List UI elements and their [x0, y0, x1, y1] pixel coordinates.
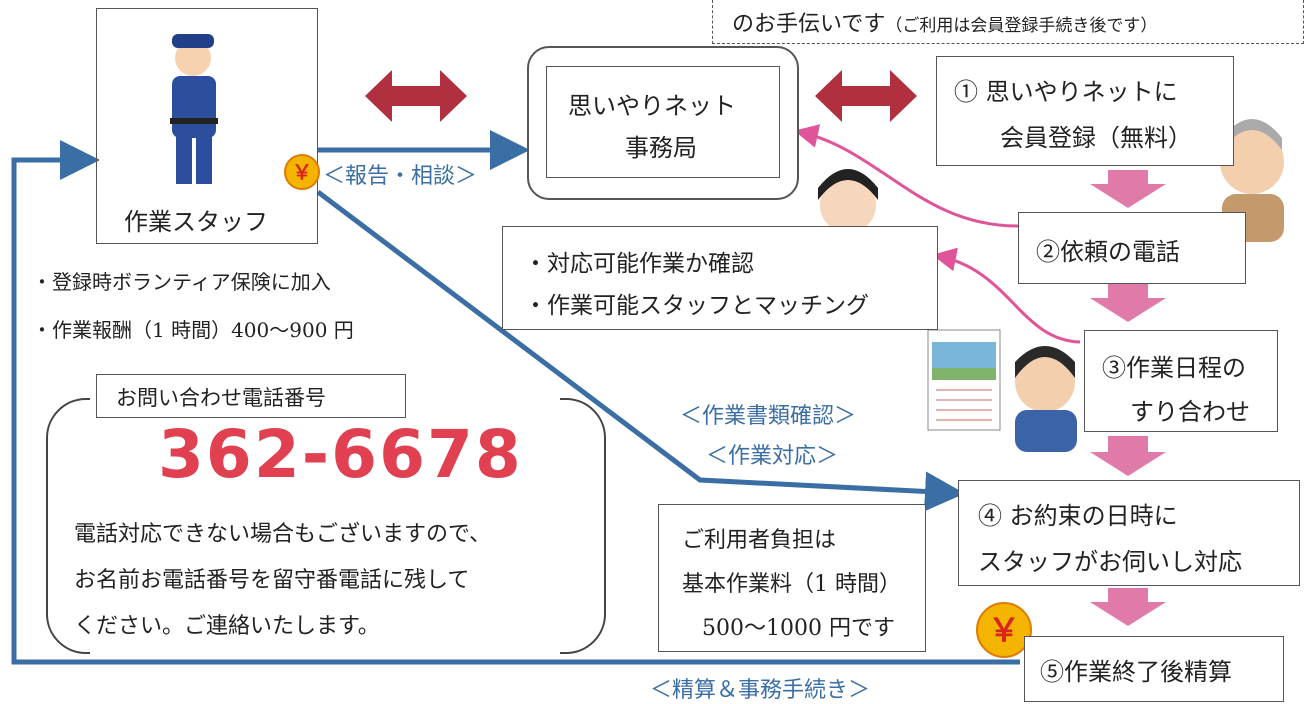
- step3-line1: ③作業日程の: [1102, 354, 1246, 382]
- cost-line1: ご利用者負担は: [682, 528, 837, 553]
- settle-flow-line: [11, 140, 1020, 665]
- report-label: ＜報告・相談＞: [323, 164, 478, 189]
- confirm-line2: ・作業可能スタッフとマッチング: [524, 293, 869, 319]
- step1-line1: ① 思いやりネットに: [954, 78, 1178, 106]
- staff-note-line1: ・登録時ボランティア保険に加入: [32, 270, 331, 294]
- cost-line3: 500～1000 円です: [702, 616, 895, 641]
- contact-phone-number: 362-6678: [158, 416, 523, 493]
- step3-box: [1084, 330, 1278, 432]
- settle-label: ＜精算＆事務手続き＞: [650, 678, 871, 703]
- step5-box: [1024, 636, 1284, 702]
- step4-line2: スタッフがお伺いし対応: [978, 548, 1242, 576]
- step2-label: ②依頼の電話: [1036, 238, 1180, 266]
- confirm-box: [502, 226, 938, 330]
- top-note-box: [712, 0, 1304, 44]
- down-arrow-4: [1090, 588, 1166, 626]
- step4-line1: ④ お約束の日時に: [978, 502, 1178, 530]
- staff-figure-icon: [170, 34, 218, 184]
- double-arrow-left: [365, 70, 467, 122]
- contact-note2: お名前お電話番号を留守番電話に残して: [74, 568, 470, 593]
- step4-box: [958, 480, 1300, 586]
- contact-title-box: [96, 374, 406, 418]
- yen-coin-icon: ￥: [284, 154, 320, 190]
- top-note-text: のお手伝いです（ご利用は会員登録手続き後です）: [732, 6, 1157, 38]
- work-label: ＜作業対応＞: [706, 444, 839, 469]
- staff-label: 作業スタッフ: [124, 208, 268, 236]
- step2-box: [1018, 212, 1246, 284]
- contact-note3: ください。ご連絡いたします。: [74, 614, 380, 639]
- doc-check-label: ＜作業書類確認＞: [680, 404, 857, 429]
- contact-note1: 電話対応できない場合もございますので、: [74, 522, 492, 547]
- down-arrow-1: [1090, 170, 1166, 208]
- cost-box: [658, 504, 926, 652]
- down-arrow-3: [1090, 436, 1166, 476]
- step1-box: [936, 56, 1234, 166]
- cost-line2: 基本作業料（1 時間）: [682, 572, 901, 597]
- top-note-main: のお手伝いです: [732, 12, 886, 37]
- work-flow-line: [316, 190, 965, 512]
- man-icon: [1015, 346, 1077, 452]
- bracket-mask-bottom: [90, 650, 560, 658]
- top-note-small: （ご利用は会員登録手続き後です）: [885, 16, 1158, 36]
- call-curve-office: [794, 124, 1019, 228]
- yen-coin-large-icon: ￥: [976, 602, 1032, 658]
- office-line1: 思いやりネット: [568, 92, 736, 120]
- call-curve-confirm: [932, 247, 1081, 344]
- confirm-line1: ・対応可能作業か確認: [524, 251, 754, 277]
- staff-box: [96, 8, 318, 244]
- double-arrow-right: [815, 70, 917, 122]
- contact-title: お問い合わせ電話番号: [116, 386, 326, 410]
- step3-line2: すり合わせ: [1130, 398, 1250, 426]
- step5-label: ⑤作業終了後精算: [1040, 658, 1232, 686]
- office-line2: 事務局: [625, 134, 697, 162]
- down-arrow-2: [1090, 284, 1166, 322]
- office-inner-box: [546, 66, 780, 178]
- step1-line2: 会員登録（無料）: [1000, 124, 1192, 152]
- calendar-icon: [927, 329, 1001, 431]
- staff-note-line2: ・作業報酬（1 時間）400～900 円: [32, 318, 354, 342]
